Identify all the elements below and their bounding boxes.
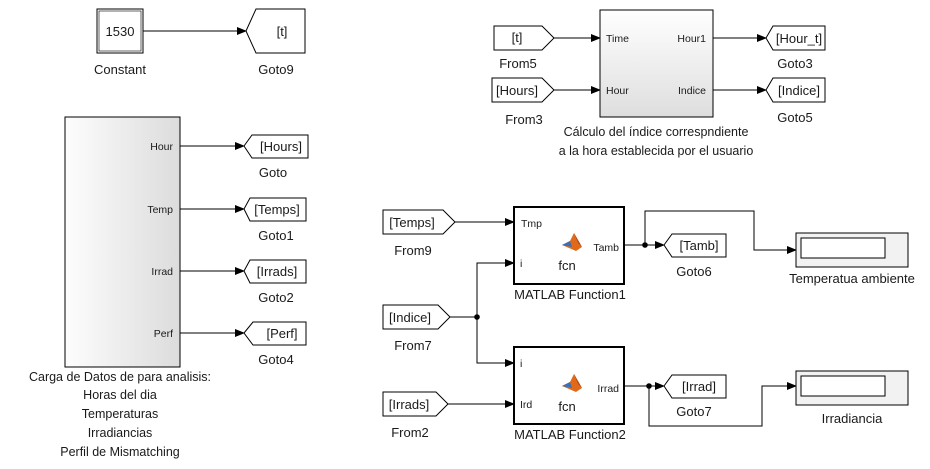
goto1-label: Goto1 [258, 228, 293, 243]
data-out-port-temp: Temp [147, 204, 173, 216]
data-subsystem-caption: Carga de Datos de para analisis: [29, 370, 211, 384]
data-subsystem-caption: Horas del dia [83, 388, 157, 402]
matlab-logo-icon [562, 233, 582, 251]
display-temperatura-block[interactable] [795, 232, 909, 268]
fcn2-out-port-irrad: Irrad [597, 383, 619, 395]
from2-label: From2 [391, 425, 429, 440]
fcn2-in-port-i: i [520, 358, 522, 370]
indice-subsystem-caption: Cálculo del índice correspndiente [564, 125, 749, 139]
signal-line[interactable] [644, 210, 797, 254]
from3-label: From3 [505, 112, 543, 127]
constant-label: Constant [94, 62, 146, 77]
goto6-label: Goto6 [676, 264, 711, 279]
matlab-logo-icon [562, 374, 582, 392]
from9-block[interactable]: [Temps] [382, 209, 456, 235]
goto-hours-block[interactable]: [Hours] [243, 134, 309, 159]
fcn1-in-port-tmp: Tmp [521, 218, 542, 230]
goto6-block[interactable]: [Tamb] [663, 233, 727, 258]
fcn2-in-port-ird: Ird [520, 399, 532, 411]
from7-label: From7 [394, 338, 432, 353]
display2-label: Irradiancia [822, 411, 883, 426]
from5-tag: [t] [512, 30, 523, 45]
goto4-label: Goto4 [258, 352, 293, 367]
matlab-function1-block[interactable]: Tmp i Tamb fcn [513, 206, 625, 285]
matlab-function2-block[interactable]: i Ird Irrad fcn [513, 346, 625, 425]
goto3-label: Goto3 [777, 56, 812, 71]
indice-out-port-hour1: Hour1 [677, 33, 706, 45]
from5-block[interactable]: [t] [493, 25, 555, 51]
data-out-port-perf: Perf [154, 328, 173, 340]
goto5-label: Goto5 [777, 110, 812, 125]
from9-label: From9 [394, 243, 432, 258]
goto7-block[interactable]: [Irrad] [663, 374, 727, 399]
goto-label: Goto [259, 165, 287, 180]
constant-block[interactable]: 1530 [96, 8, 144, 54]
indice-subsystem-caption: a la hora establecida por el usuario [559, 144, 754, 158]
from5-label: From5 [499, 56, 537, 71]
indice-in-port-hour: Hour [606, 85, 629, 97]
fcn1-label: MATLAB Function1 [514, 287, 626, 302]
signal-line[interactable] [648, 382, 797, 427]
data-subsystem-caption: Temperaturas [82, 407, 158, 421]
goto9-label: Goto9 [258, 62, 293, 77]
from2-block[interactable]: [Irrads] [382, 391, 449, 417]
fcn1-in-port-i: i [520, 258, 522, 270]
display1-label: Temperatua ambiente [789, 271, 915, 286]
from2-tag: [Irrads] [389, 397, 429, 412]
data-out-port-irrad: Irrad [151, 266, 173, 278]
goto1-block[interactable]: [Temps] [243, 197, 307, 222]
display-irradiancia-block[interactable] [795, 370, 909, 406]
indice-in-port-time: Time [606, 33, 629, 45]
goto-tag: [Hours] [260, 139, 302, 154]
fcn2-label: MATLAB Function2 [514, 427, 626, 442]
goto3-block[interactable]: [Hour_t] [765, 25, 826, 51]
goto2-tag: [Irrads] [257, 264, 297, 279]
goto2-label: Goto2 [258, 290, 293, 305]
goto2-block[interactable]: [Irrads] [243, 259, 307, 284]
from7-block[interactable]: [Indice] [382, 304, 451, 330]
goto7-tag: [Irrad] [682, 379, 716, 394]
goto6-tag: [Tamb] [679, 238, 718, 253]
data-subsystem-caption: Irradiancias [88, 426, 153, 440]
goto9-block[interactable]: [t] [245, 8, 306, 54]
goto1-tag: [Temps] [254, 202, 300, 217]
data-subsystem-block[interactable]: Hour Temp Irrad Perf [64, 116, 181, 368]
data-subsystem-caption: Perfil de Mismatching [60, 445, 180, 459]
goto5-block[interactable]: [Indice] [765, 77, 826, 103]
indice-subsystem-block[interactable]: Time Hour Hour1 Indice [599, 9, 714, 118]
from3-block[interactable]: [Hours] [491, 77, 555, 103]
fcn2-body-text: fcn [558, 399, 575, 414]
goto9-tag: [t] [277, 24, 288, 39]
data-out-port-hour: Hour [150, 141, 173, 153]
fcn1-out-port-tamb: Tamb [593, 242, 619, 254]
signal-line[interactable] [476, 259, 515, 317]
goto4-block[interactable]: [Perf] [243, 321, 307, 346]
goto3-tag: [Hour_t] [776, 31, 822, 46]
from9-tag: [Temps] [389, 215, 435, 230]
signal-line[interactable] [476, 317, 515, 367]
goto4-tag: [Perf] [266, 326, 297, 341]
goto7-label: Goto7 [676, 404, 711, 419]
constant-value: 1530 [106, 24, 135, 39]
fcn1-body-text: fcn [558, 258, 575, 273]
from3-tag: [Hours] [496, 83, 538, 98]
indice-out-port-indice: Indice [678, 85, 706, 97]
goto5-tag: [Indice] [778, 83, 820, 98]
from7-tag: [Indice] [389, 310, 431, 325]
